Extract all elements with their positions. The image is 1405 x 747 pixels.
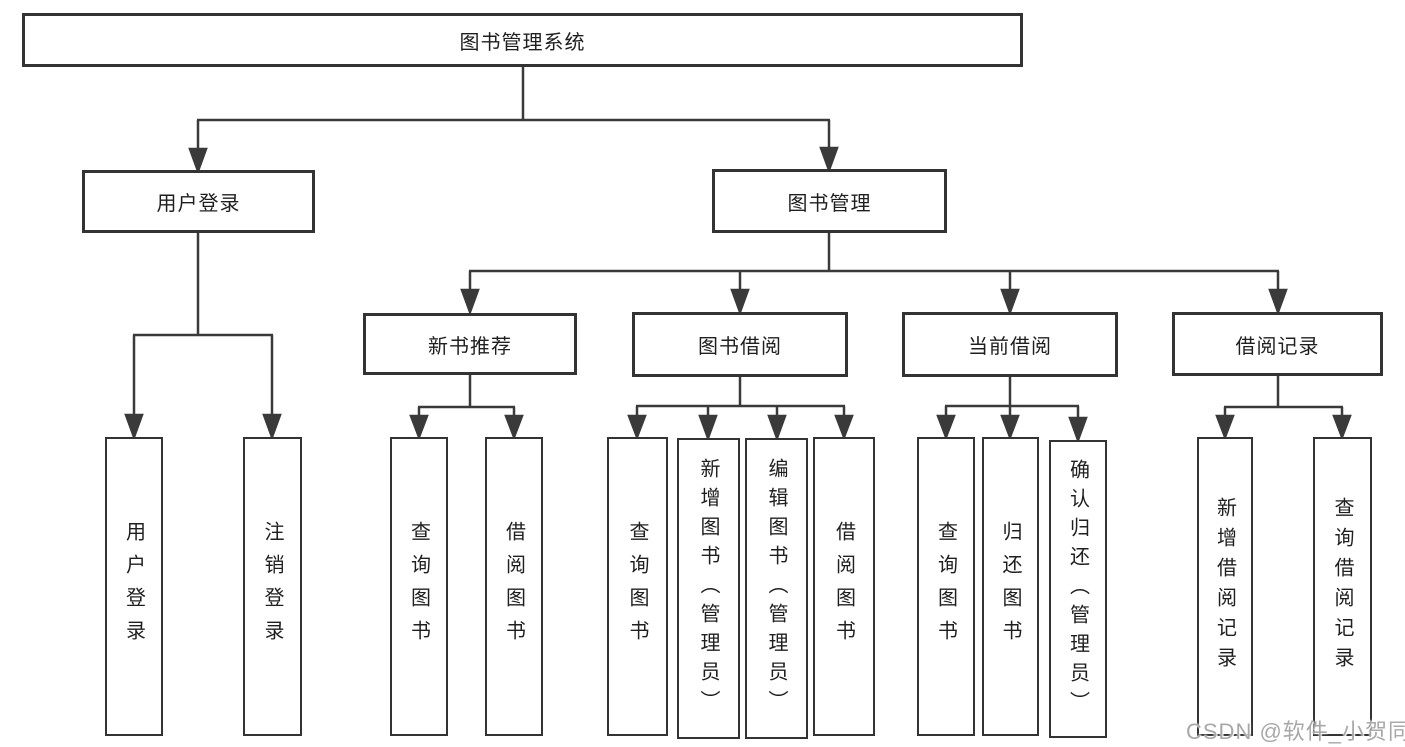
leaf-records-query-label: 查询借阅记录 (1331, 496, 1353, 677)
node-book-borrow: 图书借阅 (632, 312, 848, 377)
leaf-records-query: 查询借阅记录 (1313, 437, 1372, 736)
node-user-login: 用户登录 (82, 170, 315, 233)
leaf-borrow-edit-admin: 编辑图书（管理员） (745, 438, 808, 739)
node-new-book-recommend: 新书推荐 (363, 313, 577, 375)
leaf-logout-label: 注销登录 (261, 520, 283, 653)
leaf-newbook-query: 查询图书 (390, 437, 448, 736)
leaf-borrow-add-admin: 新增图书（管理员） (677, 438, 740, 739)
leaf-current-query: 查询图书 (917, 437, 975, 736)
leaf-current-query-label: 查询图书 (934, 520, 957, 653)
leaf-newbook-query-label: 查询图书 (407, 520, 430, 653)
leaf-newbook-borrow-label: 借阅图书 (502, 520, 525, 653)
leaf-current-return: 归还图书 (982, 437, 1039, 736)
leaf-borrow-edit-admin-label: 编辑图书（管理员） (765, 458, 787, 719)
node-new-book-recommend-label: 新书推荐 (428, 335, 512, 358)
leaf-current-return-label: 归还图书 (999, 520, 1021, 653)
leaf-borrow-borrow-label: 借阅图书 (832, 520, 855, 653)
node-current-borrow: 当前借阅 (902, 312, 1118, 377)
node-book-management: 图书管理 (712, 169, 947, 233)
leaf-user-login-label: 用户登录 (122, 520, 145, 653)
leaf-borrow-query-label: 查询图书 (626, 520, 648, 653)
leaf-current-confirm-admin: 确认归还（管理员） (1049, 440, 1107, 738)
leaf-records-add: 新增借阅记录 (1197, 437, 1253, 736)
leaf-borrow-query: 查询图书 (607, 437, 668, 736)
node-book-management-label: 图书管理 (787, 192, 872, 215)
leaf-current-confirm-admin-label: 确认归还（管理员） (1066, 458, 1089, 720)
leaf-user-login: 用户登录 (105, 437, 163, 736)
node-book-borrow-label: 图书借阅 (698, 336, 782, 358)
node-root-label: 图书管理系统 (459, 31, 586, 54)
leaf-newbook-borrow: 借阅图书 (485, 437, 543, 736)
leaf-records-add-label: 新增借阅记录 (1213, 496, 1236, 677)
leaf-borrow-add-admin-label: 新增图书（管理员） (697, 458, 719, 719)
node-borrow-records-label: 借阅记录 (1235, 335, 1320, 358)
leaf-borrow-borrow: 借阅图书 (813, 437, 875, 736)
node-root: 图书管理系统 (22, 13, 1023, 67)
leaf-logout: 注销登录 (243, 437, 302, 736)
node-borrow-records: 借阅记录 (1172, 312, 1383, 376)
node-user-login-label: 用户登录 (156, 193, 241, 215)
node-current-borrow-label: 当前借阅 (968, 336, 1052, 358)
watermark: CSDN @软件_小贺同学 (1186, 719, 1405, 744)
